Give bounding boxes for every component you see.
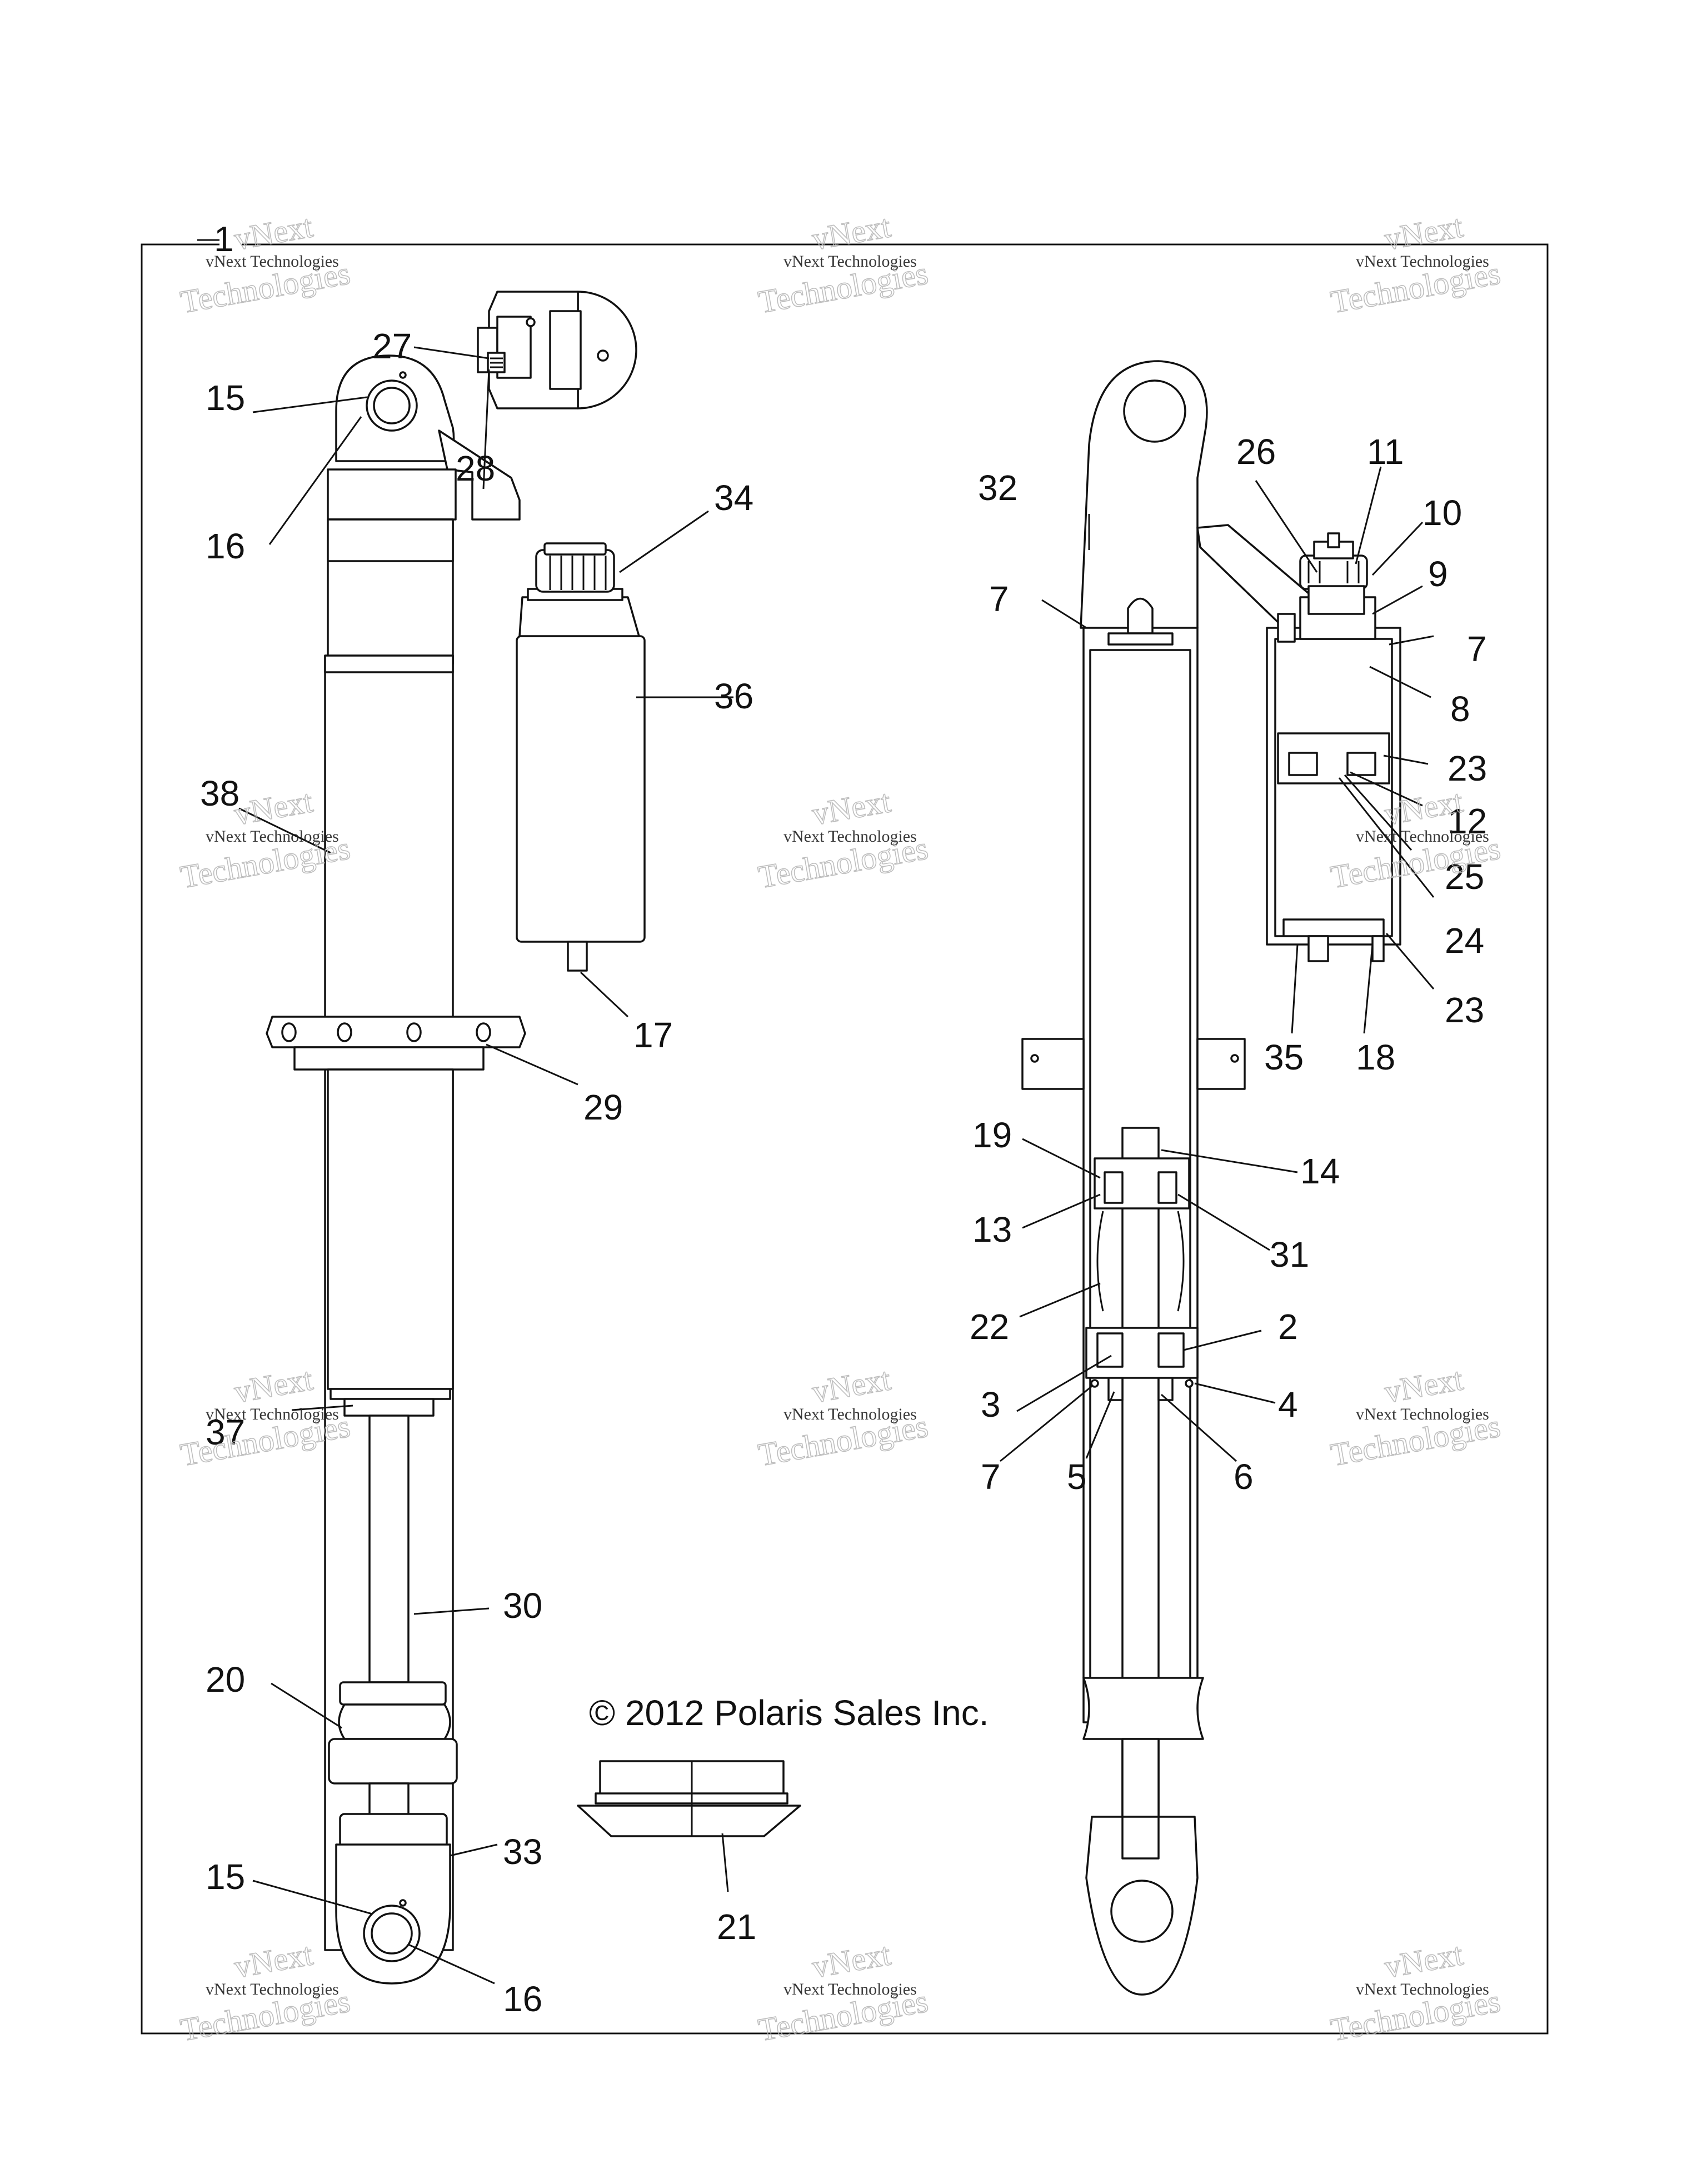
callout-1: 1 bbox=[214, 219, 234, 259]
callout-14: 14 bbox=[1300, 1151, 1340, 1191]
svg-text:vNext: vNext bbox=[232, 208, 316, 257]
callout-23-lower: 23 bbox=[1445, 990, 1484, 1030]
watermark: vNext Technologies vNext Technologies bbox=[1327, 1360, 1504, 1473]
callout-31: 31 bbox=[1270, 1235, 1309, 1275]
callout-26: 26 bbox=[1236, 432, 1276, 472]
callout-16-top: 16 bbox=[206, 526, 245, 566]
callout-6: 6 bbox=[1234, 1457, 1254, 1497]
watermark: vNext Technologies vNext Technologies bbox=[755, 1935, 931, 2048]
callout-18: 18 bbox=[1356, 1037, 1395, 1077]
callout-16-bottom: 16 bbox=[503, 1979, 542, 2019]
svg-text:vNext Technologies: vNext Technologies bbox=[783, 252, 917, 271]
watermark: vNext Technologies vNext Technologies bbox=[1327, 1935, 1504, 2048]
callout-37: 37 bbox=[206, 1412, 245, 1452]
spring-seat-part bbox=[577, 1760, 801, 1837]
callout-35: 35 bbox=[1264, 1037, 1304, 1077]
svg-text:vNext Technologies: vNext Technologies bbox=[783, 827, 917, 846]
svg-text:vNext: vNext bbox=[810, 1361, 894, 1410]
callout-5: 5 bbox=[1067, 1457, 1087, 1497]
callout-32: 32 bbox=[978, 468, 1017, 508]
callout-29: 29 bbox=[583, 1087, 623, 1127]
svg-text:vNext Technologies: vNext Technologies bbox=[206, 1405, 339, 1423]
callout-24: 24 bbox=[1445, 921, 1484, 961]
callout-20: 20 bbox=[206, 1660, 245, 1700]
callout-22: 22 bbox=[970, 1307, 1009, 1347]
svg-text:vNext Technologies: vNext Technologies bbox=[206, 1980, 339, 1998]
watermark: vNext Technologies vNext Technologies bbox=[755, 1360, 931, 1473]
diagram-frame bbox=[141, 243, 1549, 2035]
callout-labels: 1 27 28 15 16 34 36 38 17 29 37 30 20 33… bbox=[200, 219, 1487, 2019]
watermark: vNext Technologies vNext Technologies bbox=[177, 207, 353, 321]
callout-36: 36 bbox=[714, 676, 753, 716]
callout-13: 13 bbox=[972, 1210, 1012, 1250]
callout-11: 11 bbox=[1367, 432, 1404, 472]
svg-text:vNext: vNext bbox=[1382, 1361, 1466, 1410]
shock-exterior-view bbox=[266, 354, 646, 1985]
svg-text:vNext: vNext bbox=[232, 1936, 316, 1985]
callout-27: 27 bbox=[372, 326, 412, 366]
callout-10: 10 bbox=[1422, 493, 1462, 533]
svg-text:vNext: vNext bbox=[1382, 1936, 1466, 1985]
callout-21: 21 bbox=[717, 1907, 756, 1947]
callout-4: 4 bbox=[1278, 1385, 1298, 1425]
svg-text:vNext Technologies: vNext Technologies bbox=[783, 1405, 917, 1423]
callout-38: 38 bbox=[200, 773, 239, 813]
callout-3: 3 bbox=[981, 1385, 1001, 1425]
callout-7-top-left: 7 bbox=[989, 579, 1009, 619]
svg-text:vNext: vNext bbox=[810, 208, 894, 257]
adjuster-detail bbox=[477, 291, 637, 409]
watermark: vNext Technologies vNext Technologies bbox=[177, 1935, 353, 2048]
callout-8: 8 bbox=[1450, 689, 1470, 729]
callout-28: 28 bbox=[456, 448, 495, 488]
callout-25: 25 bbox=[1445, 857, 1484, 897]
watermark: vNext Technologies vNext Technologies bbox=[755, 207, 931, 321]
callout-23-upper: 23 bbox=[1448, 748, 1487, 788]
callout-15-bottom: 15 bbox=[206, 1857, 245, 1897]
callout-33: 33 bbox=[503, 1832, 542, 1872]
callout-7-top-right: 7 bbox=[1467, 629, 1487, 669]
callout-15-top: 15 bbox=[206, 378, 245, 418]
callout-34: 34 bbox=[714, 478, 753, 518]
callout-12: 12 bbox=[1448, 801, 1487, 841]
svg-text:vNext: vNext bbox=[232, 783, 316, 832]
svg-text:vNext Technologies: vNext Technologies bbox=[206, 252, 339, 271]
svg-text:vNext Technologies: vNext Technologies bbox=[783, 1980, 917, 1998]
svg-text:vNext Technologies: vNext Technologies bbox=[1356, 827, 1489, 846]
svg-text:vNext Technologies: vNext Technologies bbox=[1356, 1405, 1489, 1423]
shock-cutaway-view bbox=[1021, 360, 1401, 1996]
copyright-text: © 2012 Polaris Sales Inc. bbox=[589, 1693, 989, 1733]
callout-19: 19 bbox=[972, 1115, 1012, 1155]
svg-text:vNext Technologies: vNext Technologies bbox=[1356, 252, 1489, 271]
svg-text:vNext: vNext bbox=[232, 1361, 316, 1410]
watermark: vNext Technologies vNext Technologies bbox=[755, 782, 931, 896]
callout-7-bottom: 7 bbox=[981, 1457, 1001, 1497]
callout-30: 30 bbox=[503, 1586, 542, 1626]
svg-text:vNext: vNext bbox=[1382, 208, 1466, 257]
callout-9: 9 bbox=[1428, 554, 1448, 594]
leader-lines bbox=[197, 239, 1435, 1985]
svg-text:vNext: vNext bbox=[810, 1936, 894, 1985]
svg-text:vNext Technologies: vNext Technologies bbox=[206, 827, 339, 846]
svg-text:vNext Technologies: vNext Technologies bbox=[1356, 1980, 1489, 1998]
callout-17: 17 bbox=[633, 1015, 673, 1055]
callout-2: 2 bbox=[1278, 1307, 1298, 1347]
watermark: vNext Technologies vNext Technologies bbox=[1327, 207, 1504, 321]
svg-text:vNext: vNext bbox=[810, 783, 894, 832]
